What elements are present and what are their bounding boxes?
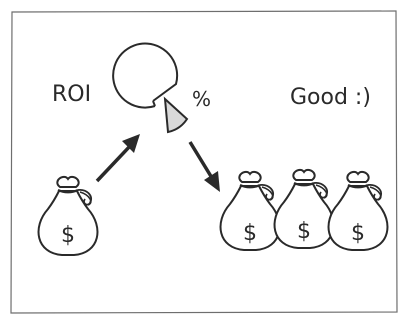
percent-label: % xyxy=(192,87,211,111)
verdict-label: Good :) xyxy=(290,85,371,110)
money-bag-icon: $ xyxy=(327,170,389,252)
bag-dollar-sign: $ xyxy=(351,221,365,246)
money-bag-icon: $ xyxy=(37,175,99,257)
pie-wedge xyxy=(163,96,189,134)
arrow-down-right-icon xyxy=(188,141,220,192)
money-bag-icon: $ xyxy=(273,168,335,250)
bag-dollar-sign: $ xyxy=(61,223,75,248)
pie-chart-icon xyxy=(112,42,189,134)
frame-border xyxy=(10,10,398,314)
roi-label: ROI xyxy=(52,82,91,107)
money-bag-icon: $ xyxy=(219,170,281,252)
bag-dollar-sign: $ xyxy=(243,221,257,246)
bag-dollar-sign: $ xyxy=(297,219,311,244)
arrow-up-right-icon xyxy=(95,134,140,183)
